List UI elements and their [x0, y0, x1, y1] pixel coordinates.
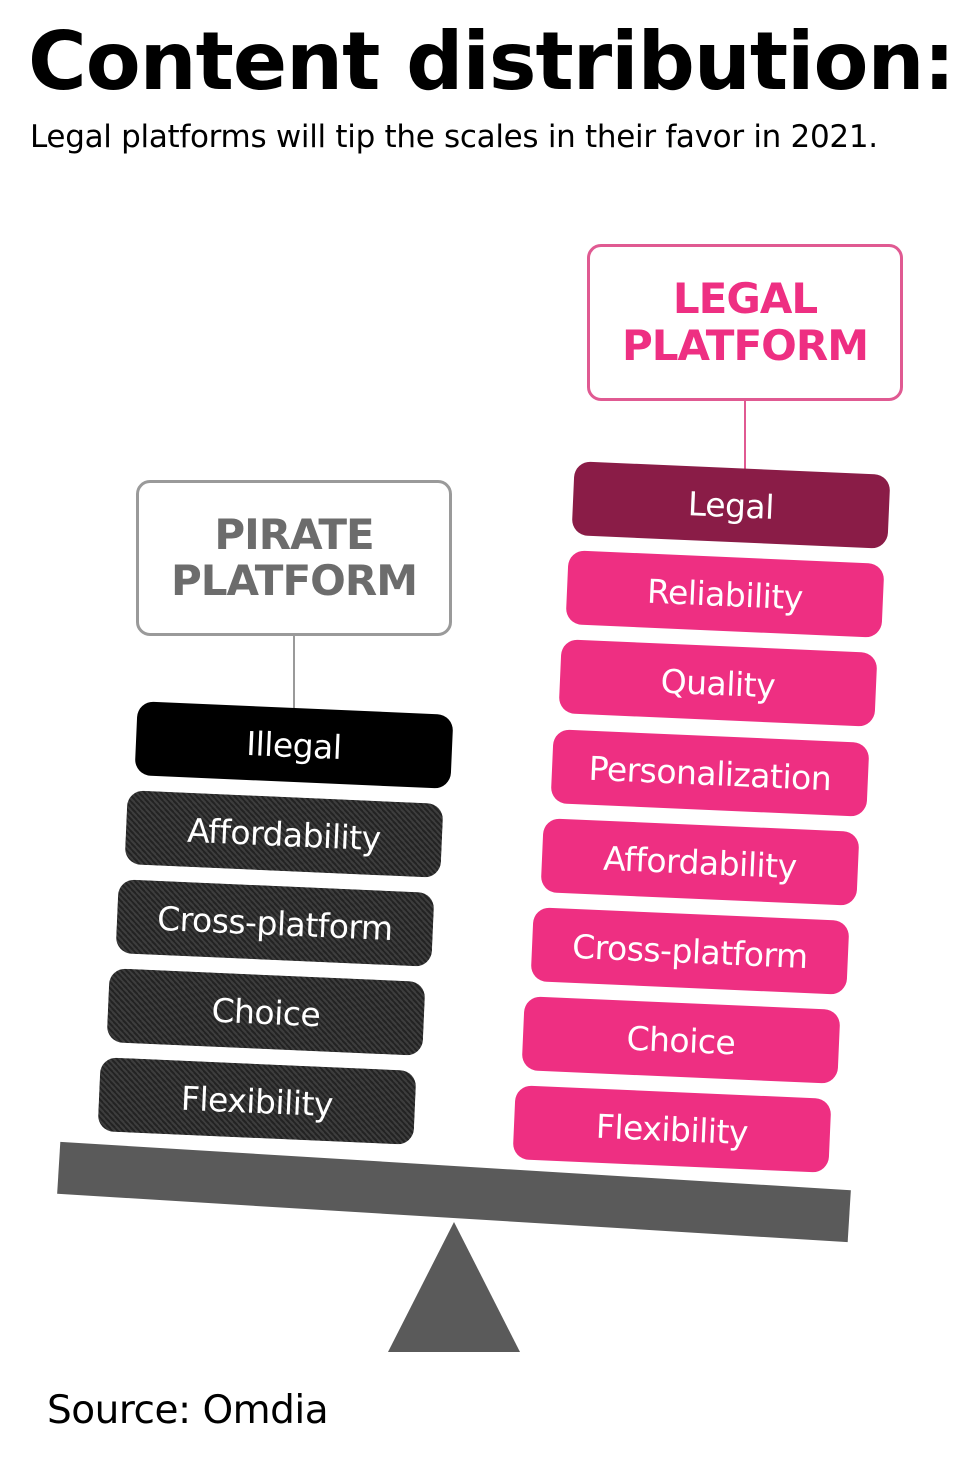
- source-note: Source: Omdia: [47, 1388, 329, 1433]
- page-subtitle: Legal platforms will tip the scales in t…: [30, 119, 878, 155]
- fulcrum-triangle: [388, 1222, 520, 1352]
- legal-block-flexibility: Flexibility: [512, 1085, 832, 1173]
- legal-block-cross-platform: Cross-platform: [530, 907, 850, 995]
- legal-platform-label-line1: LEGAL: [672, 274, 818, 324]
- legal-block-quality: Quality: [558, 639, 878, 727]
- legal-platform-connector: [744, 400, 746, 470]
- pirate-block-choice: Choice: [106, 968, 426, 1056]
- legal-block-affordability: Affordability: [540, 818, 860, 906]
- pirate-block-affordability: Affordability: [124, 790, 444, 878]
- pirate-platform-label-line1: PIRATE: [214, 509, 374, 559]
- pirate-block-illegal: Illegal: [134, 701, 454, 789]
- pirate-block-cross-platform: Cross-platform: [115, 879, 435, 967]
- seesaw-fulcrum: [388, 1222, 520, 1352]
- legal-block-legal: Legal: [571, 461, 891, 549]
- legal-platform-label: LEGAL PLATFORM: [587, 244, 903, 401]
- page-title: Content distribution:: [28, 15, 955, 108]
- pirate-platform-label-line2: PLATFORM: [171, 556, 418, 605]
- pirate-block-flexibility: Flexibility: [97, 1057, 417, 1145]
- legal-block-reliability: Reliability: [565, 550, 885, 638]
- legal-platform-label-line2: PLATFORM: [622, 320, 869, 370]
- pirate-platform-connector: [293, 636, 295, 708]
- legal-block-choice: Choice: [521, 996, 841, 1084]
- pirate-platform-label: PIRATE PLATFORM: [136, 480, 452, 636]
- legal-block-personalization: Personalization: [550, 729, 870, 817]
